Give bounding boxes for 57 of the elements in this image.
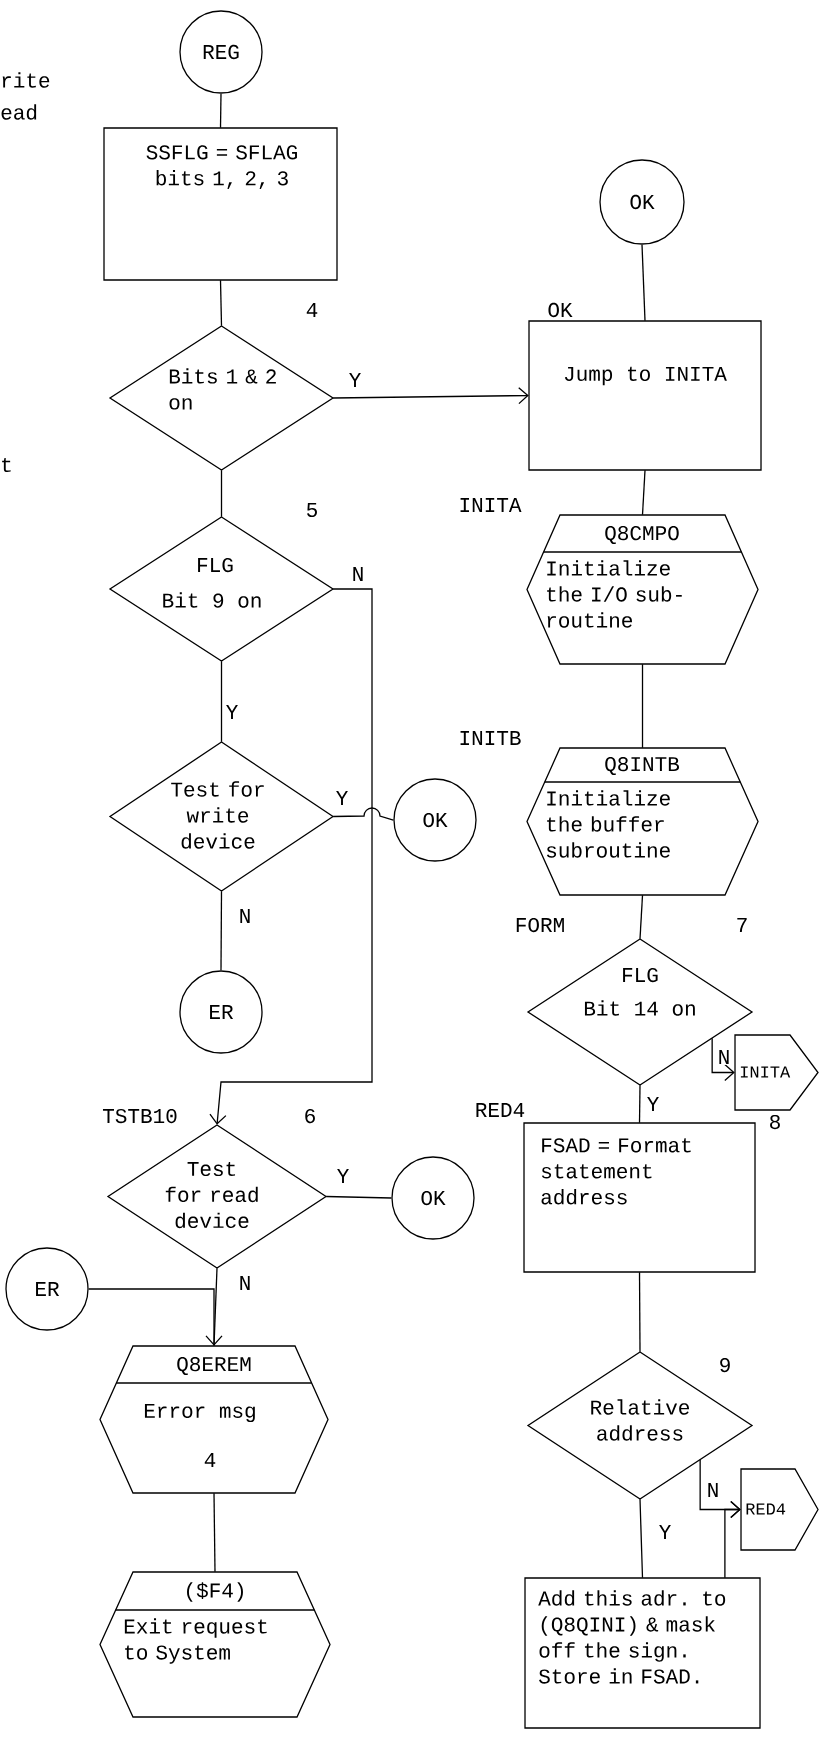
step-number: 9 xyxy=(720,1357,730,1373)
edge-label: Y xyxy=(224,704,240,720)
subroutine-box: Q8EREM Error msg 4 xyxy=(99,1345,329,1494)
edge-label: Y xyxy=(645,1096,661,1112)
entry-label: RED4 xyxy=(476,1103,525,1117)
entry-label: OK xyxy=(548,302,573,318)
connector-line xyxy=(325,1195,392,1199)
edge-label: N xyxy=(237,1275,253,1291)
edge-label: Y xyxy=(347,372,363,388)
off-page-connector: RED4 xyxy=(740,1468,819,1551)
subroutine-box: Q8INTB Initialize the buffer subroutine xyxy=(526,747,759,896)
step-number: 4 xyxy=(306,303,318,317)
connector-line xyxy=(639,894,644,940)
edge-label: Y xyxy=(657,1524,673,1540)
edge-label: N xyxy=(705,1482,721,1498)
arrow xyxy=(88,1288,223,1346)
connector-line xyxy=(220,890,223,971)
subroutine-box: Q8CMPO Initialize the I/O sub-routine xyxy=(526,514,759,665)
connector-line xyxy=(641,244,646,322)
subroutine-box: ($F4) Exit request to System xyxy=(99,1571,331,1718)
process-box: Jump to INITA xyxy=(528,320,762,471)
edge-label: N xyxy=(716,1049,732,1065)
step-number: 7 xyxy=(737,918,747,932)
arrow xyxy=(711,1037,735,1082)
step-number: 6 xyxy=(305,1108,315,1124)
entry-label: TSTB10 xyxy=(103,1108,177,1124)
entry-label: INITB xyxy=(460,731,521,745)
edge-label: N xyxy=(237,908,253,924)
connector-line xyxy=(219,279,223,327)
edge-label: N xyxy=(350,566,366,582)
entry-label: INITA xyxy=(460,498,522,512)
connector-line xyxy=(220,660,223,743)
connector-line xyxy=(220,469,223,518)
connector-line xyxy=(219,93,222,129)
connector-line xyxy=(213,1492,216,1573)
arrow xyxy=(332,387,529,405)
edge-label: Y xyxy=(335,1168,351,1184)
edge-label: Y xyxy=(334,790,350,806)
arrow xyxy=(724,1500,741,1579)
text-fragment: t xyxy=(2,457,11,473)
process-box: SSFLG = SFLAG bits 1, 2, 3 xyxy=(103,127,338,281)
off-page-connector: INITA xyxy=(734,1034,819,1111)
connector-line xyxy=(641,469,646,516)
connector-line xyxy=(638,1084,641,1124)
connector-line xyxy=(213,1267,218,1347)
step-number: 8 xyxy=(770,1114,780,1130)
connector-line xyxy=(639,1498,644,1579)
arrow xyxy=(209,588,373,1125)
process-box: FSAD = Format statement address xyxy=(523,1122,756,1273)
process-box: Add this adr. to (Q8QINI) & mask off the sign. Store in FSAD. xyxy=(524,1577,761,1729)
text-fragment: ead xyxy=(1,104,37,120)
connector-line xyxy=(641,663,644,749)
text-fragment: rite xyxy=(2,72,50,88)
step-number: 5 xyxy=(307,503,317,517)
connector-line xyxy=(638,1271,641,1353)
entry-label: FORM xyxy=(516,917,564,933)
connector-line xyxy=(332,807,394,821)
